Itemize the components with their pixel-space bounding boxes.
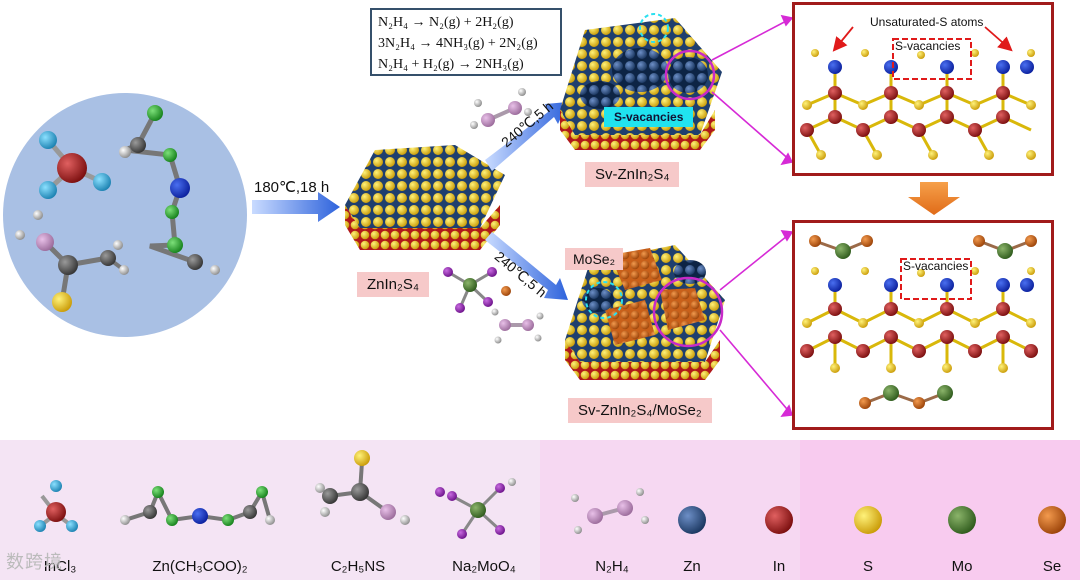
lattice-bottom bbox=[795, 223, 1051, 427]
unsaturated-s-label: Unsaturated-S atoms bbox=[870, 15, 983, 29]
zoom-lines bbox=[712, 16, 792, 416]
step-180c-label: 180℃,18 h bbox=[254, 178, 329, 196]
legend-label-se: Se bbox=[1043, 558, 1061, 575]
panel-sv-znin2s4: Unsaturated-S atoms S-vacancies bbox=[792, 2, 1054, 176]
legend-label-zn: Zn bbox=[683, 558, 701, 575]
bottom-s-vacancies-label: S-vacancies bbox=[903, 259, 968, 273]
legend-label-mo: Mo bbox=[952, 558, 973, 575]
se-atom-icon bbox=[1038, 506, 1066, 534]
top-s-vacancies-label: S-vacancies bbox=[895, 39, 960, 53]
reaction-equations: N₂H₄ → N₂(g) + 2H₂(g) 3N₂H₄ → 4NH₃(g) + … bbox=[370, 8, 562, 76]
legend-label-s: S bbox=[863, 558, 873, 575]
panel-sv-znin2s4-mose2: S-vacancies bbox=[792, 220, 1054, 430]
legend-label-sodium-molybdate: Na₂MoO₄ bbox=[452, 558, 516, 575]
sv-znin2s4-hexagon bbox=[560, 14, 722, 150]
down-arrow bbox=[908, 182, 960, 215]
znin2s4-label: ZnIn₂S₄ bbox=[357, 272, 429, 297]
in-atom-icon bbox=[765, 506, 793, 534]
legend-label-in: In bbox=[773, 558, 786, 575]
arrow-180c bbox=[252, 192, 340, 222]
sv-znin2s4-mose2-label: Sv-ZnIn₂S₄/MoSe₂ bbox=[568, 398, 712, 423]
equation-1: N₂H₄ → N₂(g) + 2H₂(g) bbox=[378, 12, 554, 33]
legend-label-hydrazine: N₂H₄ bbox=[595, 558, 629, 575]
znin2s4-hexagon bbox=[345, 145, 505, 250]
s-vacancies-tag: S-vacancies bbox=[604, 107, 693, 127]
mo-atom-icon bbox=[948, 506, 976, 534]
watermark: 数跨境 bbox=[6, 548, 63, 574]
lattice-top bbox=[795, 5, 1051, 173]
mose2-tag: MoSe₂ bbox=[565, 248, 623, 270]
zn-atom-icon bbox=[678, 506, 706, 534]
s-atom-icon bbox=[854, 506, 882, 534]
precursor-circle bbox=[3, 93, 247, 337]
legend-label-thioacetamide: C₂H₅NS bbox=[331, 558, 385, 575]
equation-3: N₂H₄ + H₂(g) → 2NH₃(g) bbox=[378, 54, 554, 75]
legend-label-zinc-acetate: Zn(CH₃COO)₂ bbox=[152, 558, 247, 575]
equation-2: 3N₂H₄ → 4NH₃(g) + 2N₂(g) bbox=[378, 33, 554, 54]
sv-znin2s4-label: Sv-ZnIn₂S₄ bbox=[585, 162, 679, 187]
